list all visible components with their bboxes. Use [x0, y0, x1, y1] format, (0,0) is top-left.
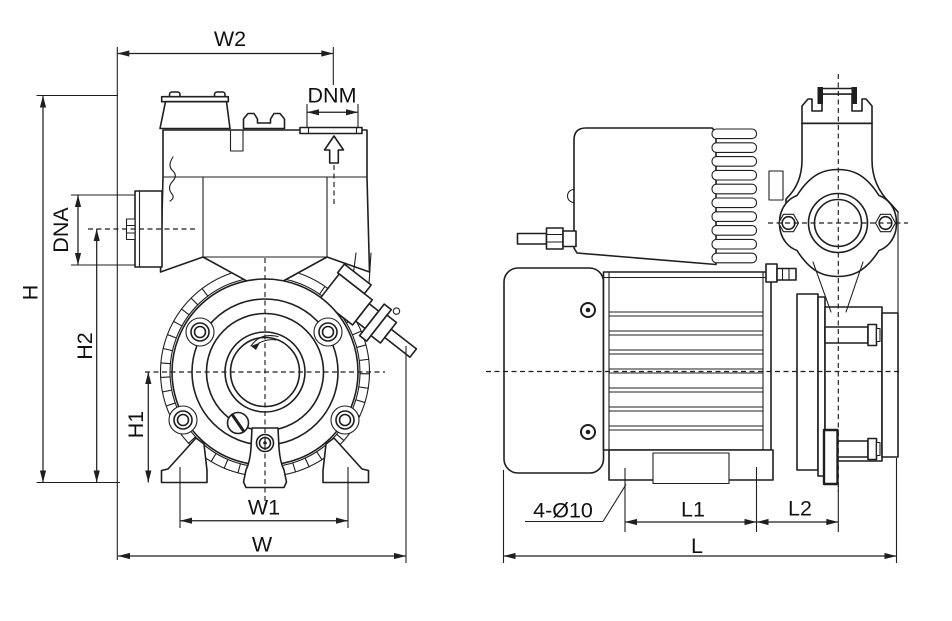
- screw-1i: [193, 325, 207, 339]
- port-plate: [299, 126, 363, 135]
- gland-rod: [516, 232, 548, 245]
- cap-screw-bottom: [580, 424, 596, 440]
- cap-notch: [229, 129, 244, 152]
- front-dimensions: W2 DNM DNA H H2 H1 W1 W: [19, 27, 407, 563]
- drain-valve: [318, 263, 418, 358]
- head-connector: [765, 263, 797, 283]
- dim-label-dna: DNA: [49, 207, 73, 253]
- motor-fins-icon: [608, 311, 764, 431]
- bolt-head-bottom: [867, 437, 878, 461]
- lantern: [796, 293, 819, 471]
- flow-direction-arrow-icon: [323, 135, 345, 164]
- leg-screw-dot: [263, 441, 267, 445]
- screw-2i: [321, 325, 335, 339]
- crown-bar: [818, 87, 856, 95]
- front-view: [88, 91, 418, 505]
- gland-collar: [562, 230, 577, 248]
- foot-left: [160, 437, 208, 484]
- crown-bolt-right: [851, 87, 857, 104]
- crown-cap: [801, 93, 873, 125]
- motor-stator: [602, 271, 772, 451]
- bolt-head-top: [867, 323, 878, 347]
- cap-screw-top-dot: [585, 307, 591, 313]
- screw-3: [173, 410, 193, 430]
- tank-fins-icon: [711, 128, 758, 264]
- crown-bolt-left: [817, 87, 823, 104]
- gland-nut: [545, 227, 564, 250]
- valve-nub: [392, 307, 401, 315]
- tank-bump: [566, 188, 575, 204]
- dim-label-h: H: [19, 285, 43, 301]
- pump-head: [768, 87, 899, 214]
- bolt-tip-bottom: [875, 441, 881, 457]
- dim-label-dnm: DNM: [308, 84, 357, 108]
- discharge-port: [299, 126, 363, 206]
- swirl-arrowhead: [251, 342, 260, 350]
- dim-label-h2: H2: [73, 332, 97, 359]
- side-view: [486, 74, 908, 492]
- swirl-arc-1: [250, 335, 279, 347]
- cap-screw-top: [580, 302, 596, 318]
- volute-cover: [881, 312, 899, 458]
- dim-label-l1: L1: [681, 498, 705, 522]
- cap-body: [159, 100, 231, 130]
- pressure-tank: [573, 127, 717, 266]
- connector-fitting: [776, 267, 797, 281]
- valve-neck-right: [368, 252, 372, 285]
- neck-taper-right: [845, 261, 864, 313]
- plug-slot: [231, 413, 245, 433]
- screw-2: [318, 322, 338, 342]
- dim-label-h1: H1: [124, 411, 148, 438]
- head-side-block: [768, 170, 784, 201]
- foot-right: [322, 437, 370, 484]
- connector-block: [765, 263, 778, 283]
- motor-end-cap: [503, 267, 605, 474]
- dim-label-l: L: [691, 534, 703, 558]
- dim-label-w2: W2: [214, 27, 246, 51]
- dim-label-l2: L2: [788, 497, 812, 521]
- dim-label-mounting-holes: 4-Ø10: [533, 499, 593, 523]
- nameplate: [652, 452, 730, 485]
- screw-1: [190, 322, 210, 342]
- filler-cap: [159, 91, 244, 152]
- screw-4i: [338, 413, 352, 427]
- bolt-shaft-top: [824, 326, 869, 344]
- valve-spout: [383, 328, 418, 358]
- cable-gland: [516, 227, 577, 250]
- dim-label-w: W: [252, 533, 273, 557]
- side-dimensions: 4-Ø10 L1 L2 L: [502, 458, 898, 563]
- cap-screw-bottom-dot: [585, 429, 591, 435]
- bolt-tip-top: [875, 327, 881, 343]
- dim-label-w1: W1: [248, 496, 280, 520]
- discharge-flange: [777, 168, 898, 313]
- cover-screws: [168, 317, 360, 435]
- drain-plug: [226, 411, 250, 435]
- leader-line: [602, 484, 627, 522]
- bell-left: [785, 122, 803, 214]
- swirl-arc-2: [258, 339, 277, 344]
- casting-seam: [168, 156, 176, 202]
- rotation-swirl-icon: [250, 335, 279, 350]
- screw-4: [335, 410, 355, 430]
- screw-3i: [176, 413, 190, 427]
- top-tabs: [242, 112, 286, 130]
- pump-foot-plate: [822, 428, 839, 486]
- neck-taper-left: [812, 261, 832, 313]
